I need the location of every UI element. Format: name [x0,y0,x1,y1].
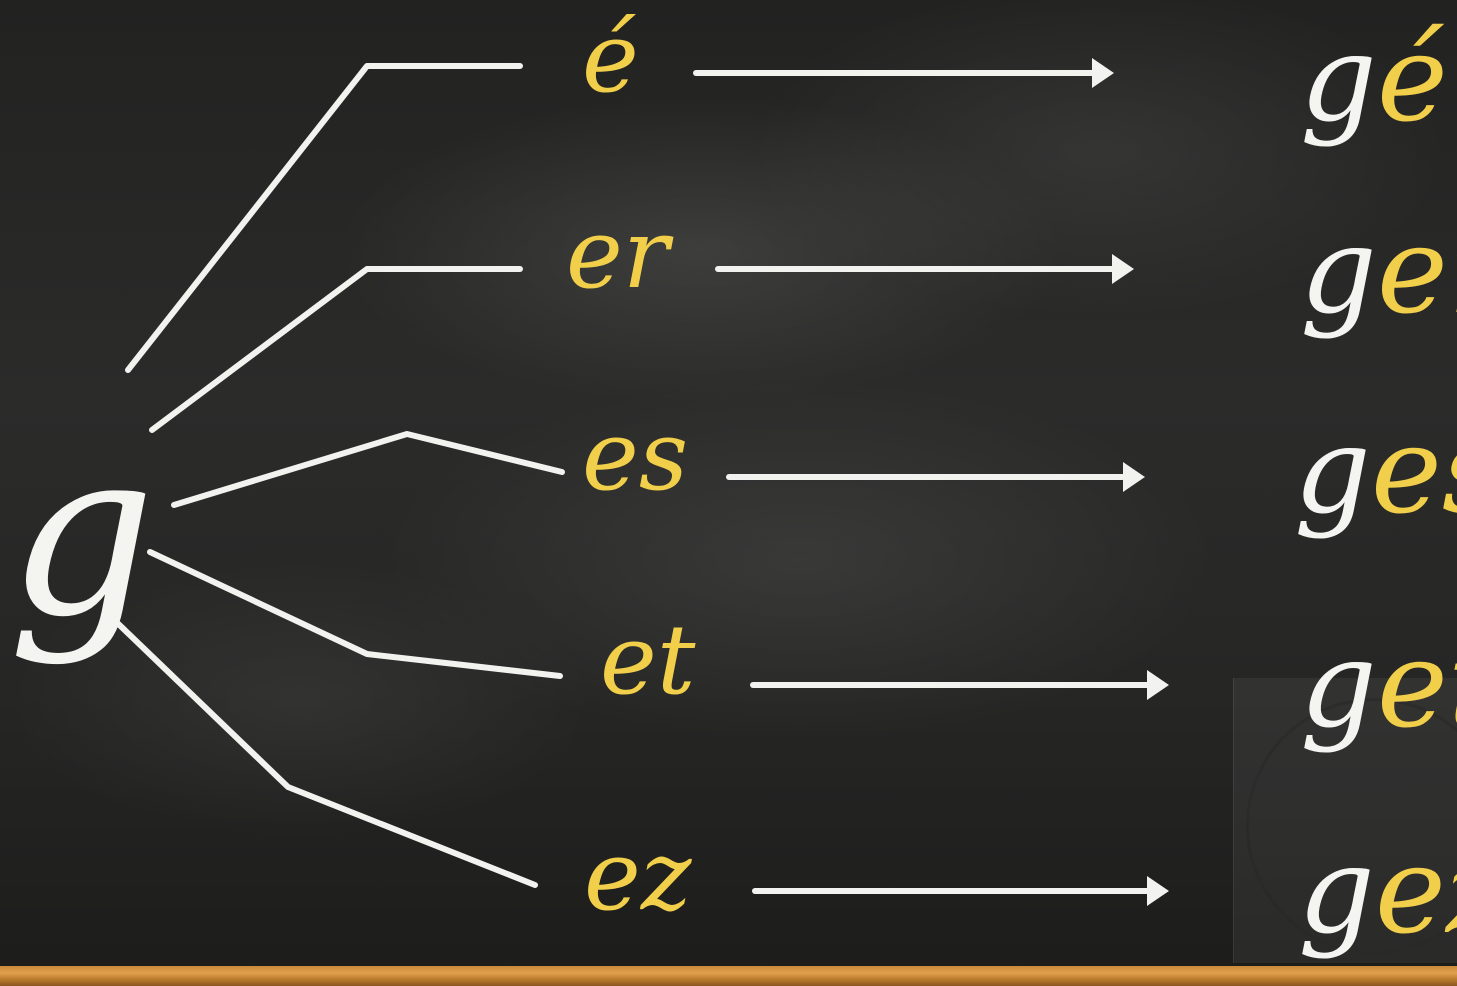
arrow-4 [750,670,1169,700]
branch-line-2 [149,266,523,433]
word-4-suffix: et [1376,616,1457,755]
arrow-5 [752,876,1169,906]
word-2: ger [1300,212,1457,332]
word-1: gé [1300,20,1448,140]
chalk-ledge [0,966,1457,986]
branch-line-1 [125,63,523,373]
ending-1: é [582,2,639,114]
arrow-1 [693,58,1114,88]
branch-line-3 [171,431,565,508]
word-5: gez [1298,832,1457,952]
word-2-suffix: er [1376,202,1457,341]
arrow-3 [726,462,1145,492]
word-5-prefix: g [1298,822,1375,961]
watermark-logo [1233,678,1457,963]
word-4-prefix: g [1300,616,1377,755]
arrow-2 [715,254,1134,284]
ending-3: es [582,400,689,512]
ending-4: et [600,604,696,716]
word-3-prefix: g [1294,402,1371,541]
word-2-prefix: g [1300,202,1377,341]
word-5-suffix: ez [1374,822,1457,961]
word-1-suffix: é [1376,10,1448,149]
root-letter: g [8,401,156,668]
word-4: get [1300,626,1457,746]
word-1-prefix: g [1300,10,1377,149]
ending-2: er [566,198,669,310]
branch-line-5 [105,611,538,888]
word-3: ges [1294,412,1457,532]
ending-5: ez [584,820,692,932]
branch-line-4 [147,549,563,679]
word-3-suffix: es [1370,402,1457,541]
